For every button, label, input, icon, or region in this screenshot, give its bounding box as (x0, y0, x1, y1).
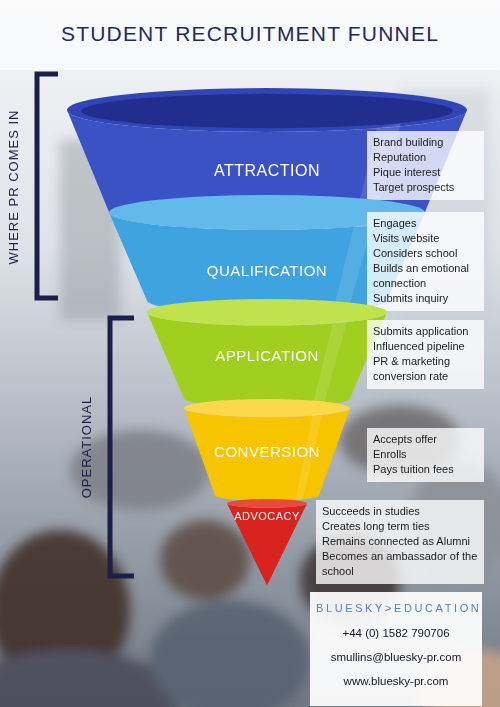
stage-name: CONVERSION (184, 443, 350, 460)
stage-activity: Engages (373, 216, 478, 231)
funnel-band-body (184, 408, 350, 501)
brand-name: BLUESKY>EDUCATION (316, 602, 476, 614)
stage-notes-box: Brand buildingReputationPique interestTa… (367, 131, 484, 200)
funnel-band-rim (227, 499, 307, 508)
stage-activity: Enrolls (373, 447, 478, 462)
blurred-audience (0, 90, 500, 707)
funnel-stage: CONVERSION (184, 399, 350, 501)
stage-activity: Considers school (373, 246, 478, 261)
stage-activity: Creates long term ties (322, 519, 478, 534)
funnel-band-body (147, 312, 387, 407)
funnel-stage: APPLICATION (147, 299, 387, 407)
stage-activity: Builds an emotional connection (373, 261, 478, 291)
stage-notes-box: Succeeds in studiesCreates long term tie… (316, 500, 484, 584)
funnel-band-rim (147, 299, 387, 325)
stage-activity: Influenced pipeline PR & marketing conve… (373, 339, 478, 384)
funnel-stage: ADVOCACY (227, 499, 307, 585)
stage-notes-box: Submits applicationInfluenced pipeline P… (367, 320, 484, 389)
stage-activity: Submits application (373, 324, 478, 339)
contact-box: BLUESKY>EDUCATION +44 (0) 1582 790706 smul… (310, 592, 482, 706)
stage-activity: Remains connected as Alumni (322, 534, 478, 549)
funnel-band-rim (184, 399, 350, 417)
funnel-band-rim (67, 88, 467, 132)
stage-activity: Reputation (373, 150, 478, 165)
stage-activity: Becomes an ambassador of the school (322, 549, 478, 579)
bracket-label: OPERATIONAL (79, 396, 94, 499)
stage-activity: Succeeds in studies (322, 504, 478, 519)
page-title: STUDENT RECRUITMENT FUNNEL (0, 22, 500, 46)
stage-activity: Visits website (373, 231, 478, 246)
stage-activity: Pays tuition fees (373, 462, 478, 477)
stage-activity: Accepts offer (373, 432, 478, 447)
stage-activity: Brand building (373, 135, 478, 150)
stage-name: APPLICATION (147, 346, 387, 363)
stage-name: ADVOCACY (227, 510, 307, 522)
stage-activity: Submits inquiry (373, 291, 478, 306)
funnel-opening (81, 94, 453, 128)
stage-activity: Target prospects (373, 180, 478, 195)
stage-notes-box: EngagesVisits websiteConsiders schoolBui… (367, 212, 484, 311)
bracket-label: WHERE PR COMES IN (6, 110, 21, 265)
pr-bracket (37, 74, 58, 298)
contact-detail: smullins@bluesky-pr.com (316, 650, 476, 664)
contact-detail: +44 (0) 1582 790706 (316, 626, 476, 640)
operational-bracket (110, 318, 134, 576)
stage-activity: Pique interest (373, 165, 478, 180)
stage-notes-box: Accepts offerEnrollsPays tuition fees (367, 428, 484, 482)
contact-detail: www.bluesky-pr.com (316, 674, 476, 688)
title-backdrop (0, 0, 500, 70)
funnel-band-body (227, 503, 307, 585)
